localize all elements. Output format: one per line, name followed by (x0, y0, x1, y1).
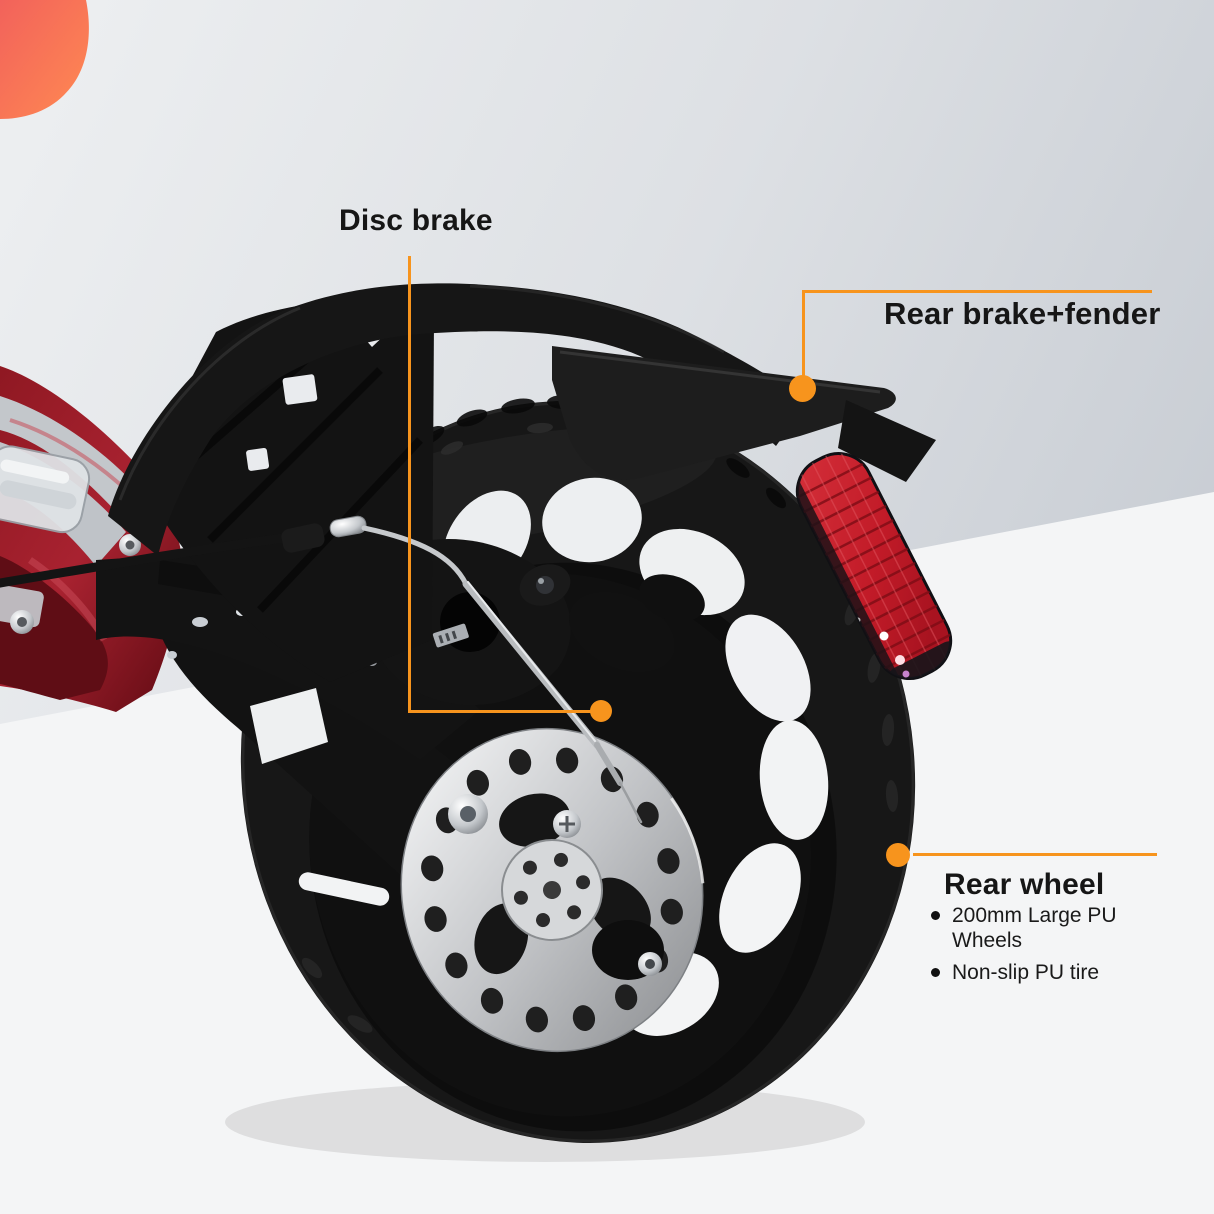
disc-brake-label: Disc brake (339, 204, 493, 237)
rear-brake-fender-callout-dot (789, 375, 816, 402)
rear-wheel-callout-line (913, 853, 1157, 856)
disc-brake-callout-line-vertical (408, 256, 411, 713)
deck-lens (0, 445, 91, 534)
disc-brake-callout-line-horizontal (408, 710, 594, 713)
rear-brake-fender-callout-line-vertical (802, 290, 805, 378)
rear-wheel-callout-dot (886, 843, 910, 867)
axle (592, 920, 664, 980)
mount-bolts (448, 794, 581, 838)
caliper-label (432, 623, 469, 648)
rear-wheel-label: Rear wheel (944, 868, 1105, 901)
rear-wheel-feature-item: Non-slip PU tire (926, 960, 1138, 985)
decor-blob (0, 0, 89, 119)
brake-cables (0, 515, 643, 824)
rear-brake-fender-callout-line-horizontal (802, 290, 1152, 293)
rear-wheel-feature-item: 200mm Large PU Wheels (926, 903, 1138, 953)
disc-brake-callout-dot (590, 700, 612, 722)
rear-reflector (785, 448, 959, 691)
rear-brake-fender-label: Rear brake+fender (884, 296, 1161, 331)
rear-wheel-feature-list: 200mm Large PU Wheels Non-slip PU tire (926, 903, 1138, 993)
